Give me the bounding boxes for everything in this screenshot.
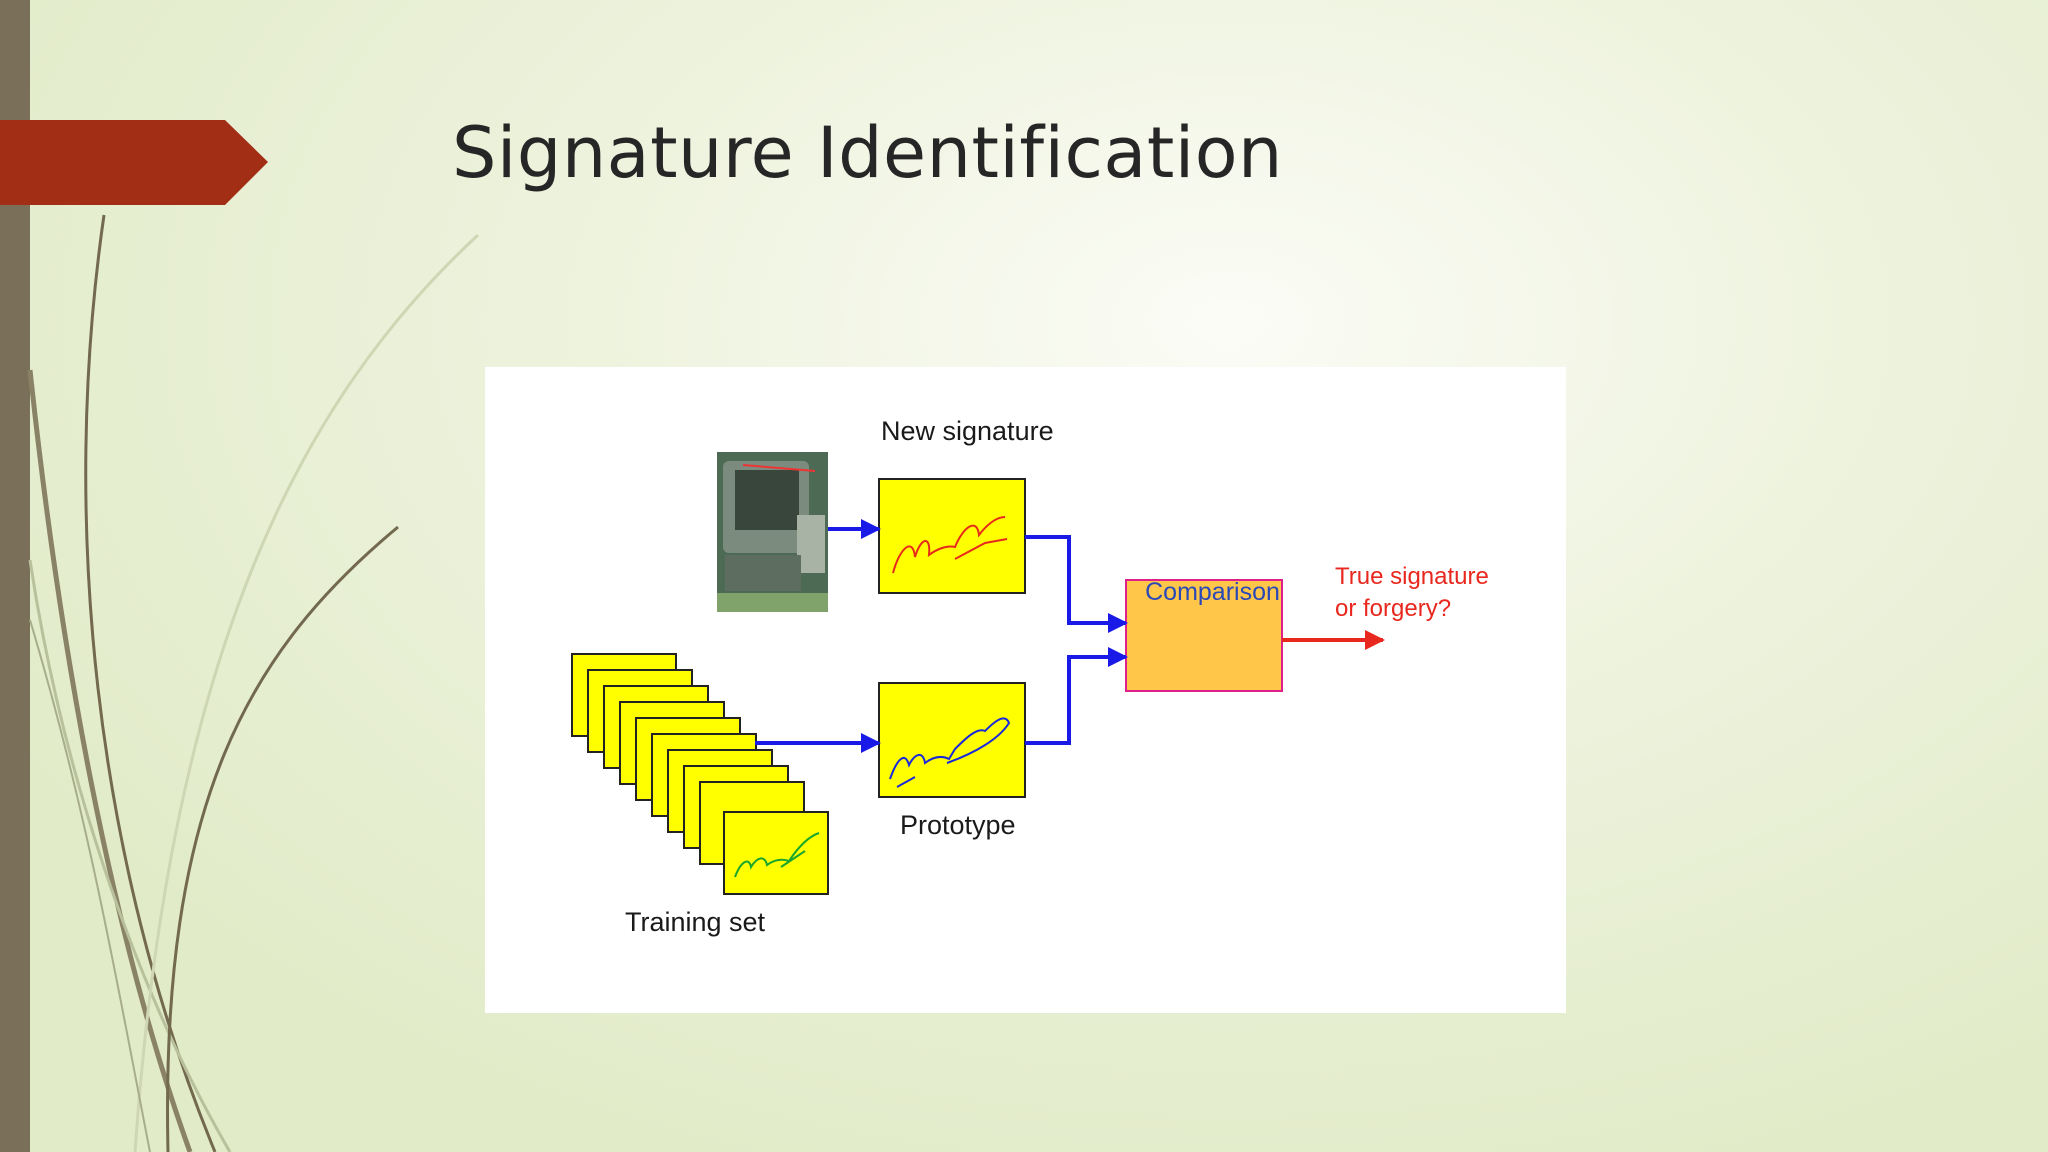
comparison-box	[1125, 579, 1283, 692]
photo-thumbnail-icon	[717, 452, 828, 612]
diagram-graphics	[571, 452, 1385, 895]
output-label-line2: or forgery?	[1335, 595, 1452, 622]
comparison-label: Comparison	[1145, 578, 1280, 606]
flow-arrows	[755, 519, 1128, 753]
training-set-label: Training set	[625, 907, 766, 937]
output-label: True signature or forgery?	[1335, 561, 1489, 625]
decorative-curves	[27, 214, 480, 1152]
prototype-card	[878, 682, 1026, 798]
new-signature-scribble-icon	[892, 516, 1008, 574]
training-scribble-icon	[734, 832, 820, 878]
diagram-figure: New signature Prototype Training set Com…	[485, 367, 1566, 1013]
new-signature-card	[878, 478, 1026, 594]
prototype-scribble-icon	[889, 717, 1011, 788]
training-set-stack	[571, 653, 829, 895]
output-label-line1: True signature	[1335, 563, 1489, 590]
title-accent-tag	[0, 120, 268, 205]
prototype-label: Prototype	[900, 810, 1016, 840]
new-signature-label: New signature	[881, 416, 1054, 446]
slide-title: Signature Identification	[452, 112, 1283, 194]
